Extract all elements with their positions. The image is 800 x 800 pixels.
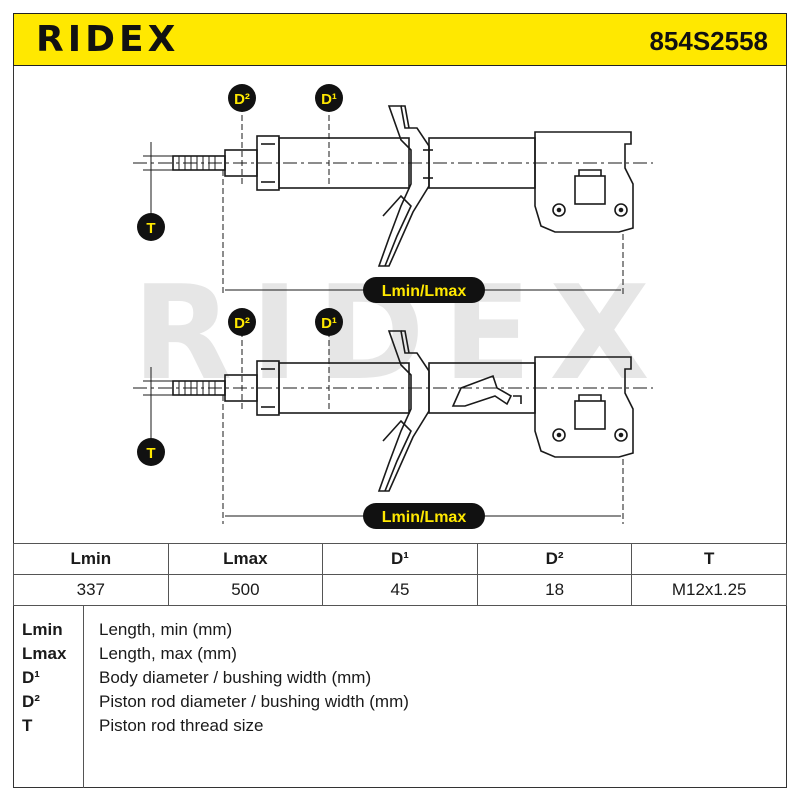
- svg-text:T: T: [146, 445, 155, 462]
- content-frame: [13, 66, 787, 788]
- svg-text:D²: D²: [234, 91, 250, 108]
- value-lmax: 500: [167, 574, 324, 606]
- value-d1: 45: [322, 574, 478, 606]
- value-t: M12x1.25: [631, 574, 787, 606]
- legend: Lmin Length, min (mm) Lmax Length, max (…: [13, 606, 787, 788]
- value-d2: 18: [476, 574, 633, 606]
- badge-d1-top: D¹: [315, 84, 343, 112]
- legend-key: D²: [22, 692, 40, 711]
- spec-header-row: Lmin Lmax D¹ D² T: [13, 543, 787, 575]
- header-d2: D²: [476, 543, 633, 575]
- header-lmin: Lmin: [13, 543, 169, 575]
- badge-d2-top: D²: [228, 84, 256, 112]
- spec-table: Lmin Lmax D¹ D² T 337 500 45 18 M12x1.25: [13, 543, 787, 606]
- part-number: 854S2558: [649, 26, 768, 56]
- badge-length-bottom: Lmin/Lmax: [363, 503, 485, 529]
- legend-desc: Length, max (mm): [99, 644, 237, 663]
- legend-key: T: [22, 716, 33, 735]
- header-t: T: [631, 543, 787, 575]
- header-d1: D¹: [322, 543, 478, 575]
- header-bar: RIDEX 854S2558: [13, 13, 787, 66]
- svg-text:D¹: D¹: [321, 315, 337, 332]
- legend-desc: Piston rod diameter / bushing width (mm): [99, 692, 409, 711]
- svg-text:D²: D²: [234, 315, 250, 332]
- spec-value-row: 337 500 45 18 M12x1.25: [13, 574, 787, 606]
- svg-text:T: T: [146, 220, 155, 237]
- legend-key: D¹: [22, 668, 40, 687]
- shock-bottom: [133, 330, 653, 492]
- badge-d1-bottom: D¹: [315, 308, 343, 336]
- header-lmax: Lmax: [167, 543, 324, 575]
- ridex-logo: RIDEX: [36, 19, 180, 60]
- svg-text:D¹: D¹: [321, 91, 337, 108]
- badge-length-top: Lmin/Lmax: [363, 277, 485, 303]
- legend-desc: Length, min (mm): [99, 620, 233, 639]
- badge-d2-bottom: D²: [228, 308, 256, 336]
- svg-text:Lmin/Lmax: Lmin/Lmax: [382, 283, 467, 300]
- legend-key: Lmin: [22, 620, 63, 639]
- shock-top: [133, 105, 653, 267]
- svg-text:Lmin/Lmax: Lmin/Lmax: [382, 509, 467, 526]
- legend-divider: [83, 606, 84, 788]
- legend-desc: Piston rod thread size: [99, 716, 264, 735]
- legend-desc: Body diameter / bushing width (mm): [99, 668, 372, 687]
- legend-key: Lmax: [22, 644, 67, 663]
- shock-absorber-drawing: RIDEX: [132, 84, 653, 529]
- badge-t-bottom: T: [137, 438, 165, 466]
- badge-t-top: T: [137, 213, 165, 241]
- value-lmin: 337: [13, 574, 169, 606]
